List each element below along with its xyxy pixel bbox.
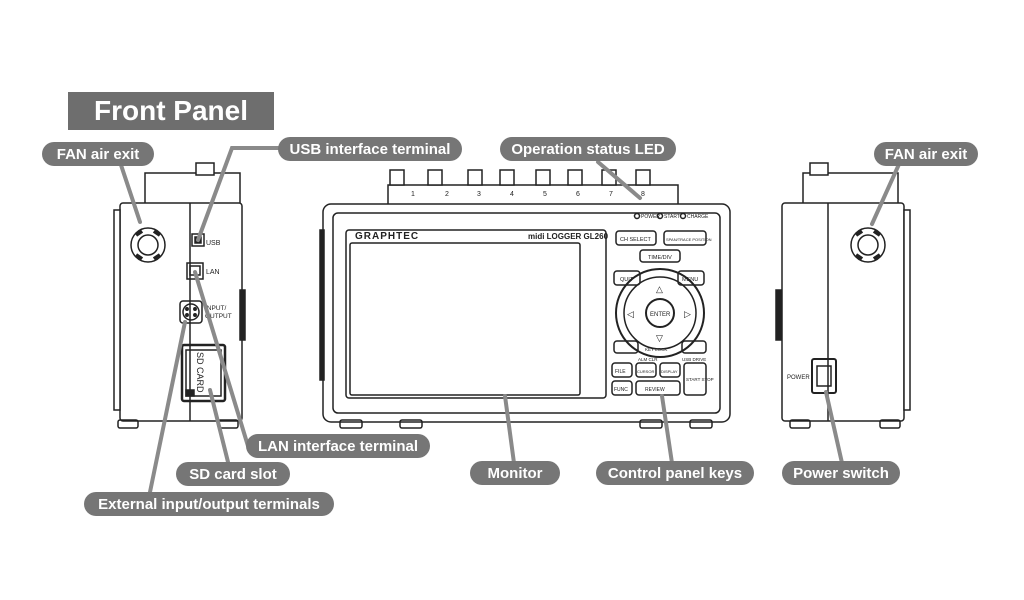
lan-port-icon: [186, 262, 204, 280]
led-label-start: START: [664, 214, 680, 220]
arrow-up-icon: △: [656, 284, 663, 294]
channel-numbers: 1 2 3 4 5 6 7 8: [411, 191, 645, 198]
key-ch-select: CH SELECT: [620, 237, 652, 243]
channel-number: 1: [411, 191, 415, 198]
channel-number: 2: [445, 191, 449, 198]
usb-port-icon: [191, 233, 205, 247]
callout-lan: LAN interface terminal: [246, 434, 430, 458]
front-view: [319, 169, 731, 429]
callout-keys: Control panel keys: [596, 461, 754, 485]
key-display: DISPLAY: [661, 369, 678, 374]
callout-usb: USB interface terminal: [278, 137, 462, 161]
callout-fan-right: FAN air exit: [874, 142, 978, 166]
usb-port-label: USB: [206, 240, 221, 247]
power-switch-icon: [811, 358, 837, 394]
key-func: FUNC: [614, 387, 628, 393]
channel-number: 5: [543, 191, 547, 198]
channel-number: 8: [641, 191, 645, 198]
arrow-left-icon: ◁: [627, 309, 634, 319]
channel-number: 4: [510, 191, 514, 198]
enter-key: [645, 298, 675, 328]
left-side-view: [113, 162, 246, 429]
left-fan-icon: [130, 227, 166, 263]
brand-logo-text: GRAPHTEC: [355, 231, 419, 242]
led-label-charge: CHARGE: [687, 214, 709, 220]
key-cursor: CURSOR: [637, 369, 654, 374]
callout-ext-io: External input/output terminals: [84, 492, 334, 516]
io-port-icon: [179, 300, 203, 324]
callout-monitor: Monitor: [470, 461, 560, 485]
key-time-div: TIME/DIV: [648, 255, 672, 261]
key-span-trace: SPAN/TRACE POSITION: [666, 237, 712, 242]
key-review: REVIEW: [645, 387, 665, 393]
key-start-stop: START STOP: [686, 377, 714, 382]
monitor-screen: [349, 242, 581, 396]
callout-sd: SD card slot: [176, 462, 290, 486]
key-lock-label: KEY LOCK: [645, 347, 667, 352]
callout-led: Operation status LED: [500, 137, 676, 161]
page-title: Front Panel: [68, 92, 274, 130]
model-name: midi LOGGER GL260: [528, 232, 609, 241]
key-file: FILE: [615, 369, 626, 375]
key-alm-clr-label: ALM CLR: [638, 357, 658, 362]
channel-number: 3: [477, 191, 481, 198]
led-charge: [679, 212, 687, 220]
key-enter: ENTER: [650, 312, 671, 318]
led-power: [633, 212, 641, 220]
io-port-label-2: OUTPUT: [205, 313, 232, 320]
power-label: POWER: [787, 375, 810, 381]
key-menu: MENU: [682, 277, 698, 283]
led-start: [656, 212, 664, 220]
arrow-down-icon: ▽: [656, 333, 663, 343]
key-usb-drive-label: USB DRIVE: [682, 357, 706, 362]
callout-fan-left: FAN air exit: [42, 142, 154, 166]
led-label-power: POWER: [641, 214, 660, 220]
lan-port-label: LAN: [206, 269, 220, 276]
key-quit: QUIT: [620, 277, 634, 283]
right-side-view: [775, 162, 911, 429]
sd-card-label: SD CARD: [195, 352, 205, 393]
arrow-right-icon: ▷: [684, 309, 691, 319]
channel-number: 7: [609, 191, 613, 198]
callout-power-switch: Power switch: [782, 461, 900, 485]
right-fan-icon: [850, 227, 886, 263]
io-port-label-1: INPUT/: [205, 305, 227, 312]
leader-lines: [118, 146, 902, 494]
channel-number: 6: [576, 191, 580, 198]
